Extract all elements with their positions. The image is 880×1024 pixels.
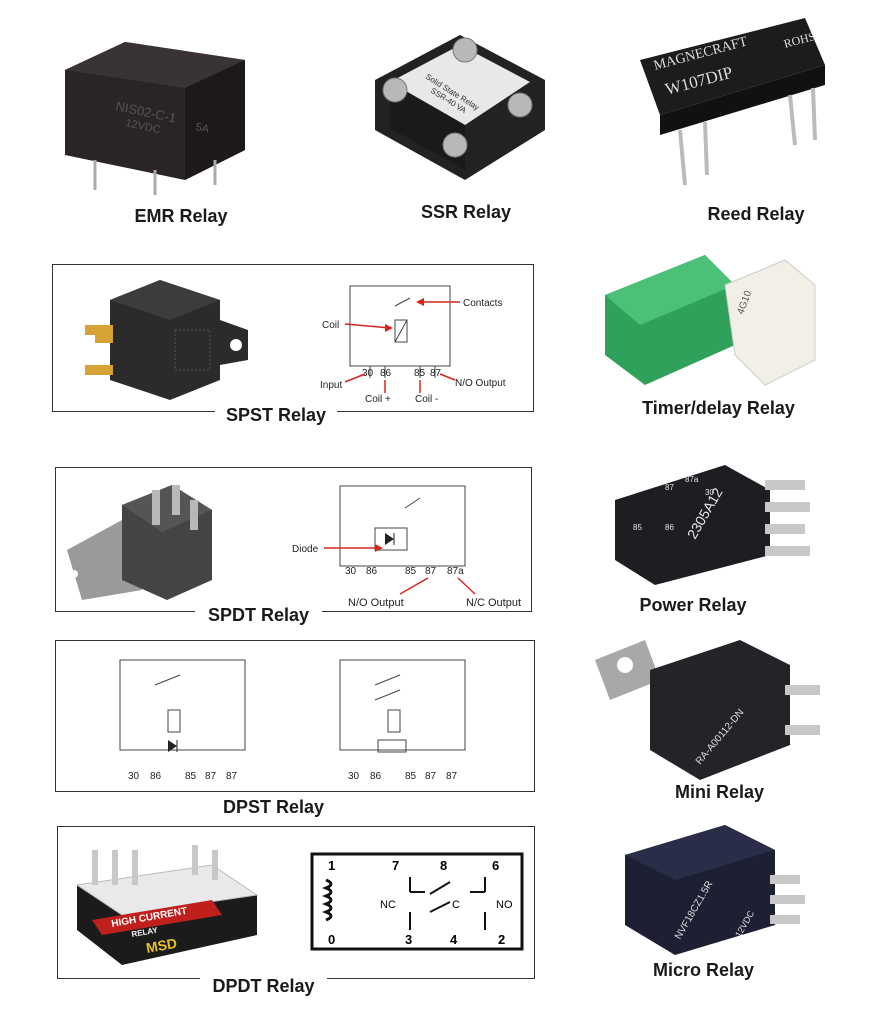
dpdt-diagram: 1 7 8 6 NC C NO 0 3 4 2 xyxy=(310,852,524,951)
dpdt-top-8: 8 xyxy=(440,858,447,873)
spst-input-label: Input xyxy=(320,380,342,391)
reed-relay-image: MAGNECRAFT W107DIP ROHS xyxy=(640,18,825,186)
power-pin-87a: 87a xyxy=(685,475,699,484)
spst-no-output-label: N/O Output xyxy=(455,378,506,389)
spst-relay-image xyxy=(85,280,248,400)
power-pin-87: 87 xyxy=(665,483,674,492)
power-relay-image: 2305A12 85 86 87 87a 30 xyxy=(615,465,810,585)
dpst-diagram-left: 30 86 85 87 87 xyxy=(119,659,246,782)
dpst-right-pin-3: 85 xyxy=(405,771,417,782)
dpst-left-pin-1: 30 xyxy=(128,771,140,782)
spdt-pin-85: 85 xyxy=(405,566,417,577)
power-pin-86: 86 xyxy=(665,523,674,532)
emr-relay-caption: EMR Relay xyxy=(120,206,242,227)
spdt-pin-87a: 87a xyxy=(447,566,464,577)
spst-contacts-label: Contacts xyxy=(463,298,502,309)
spdt-no-output-label: N/O Output xyxy=(348,597,404,609)
spst-pin-30: 30 xyxy=(362,368,374,379)
dpdt-nc-label: NC xyxy=(380,899,396,911)
spst-relay-caption: SPST Relay xyxy=(215,405,337,426)
spdt-pin-87: 87 xyxy=(425,566,437,577)
spdt-pin-30: 30 xyxy=(345,566,357,577)
spdt-relay-image xyxy=(67,485,212,600)
mini-relay-caption: Mini Relay xyxy=(656,782,783,803)
spst-coil-minus-label: Coil - xyxy=(415,394,438,405)
spst-coil-label: Coil xyxy=(322,320,339,331)
dpst-right-pin-4: 87 xyxy=(425,771,437,782)
dpdt-bottom-0: 0 xyxy=(328,932,335,947)
dpst-relay-caption: DPST Relay xyxy=(210,797,337,818)
spdt-diode-label: Diode xyxy=(292,544,319,555)
dpdt-relay-image: HIGH CURRENT RELAY MSD xyxy=(75,845,259,965)
spst-pin-86: 86 xyxy=(380,368,392,379)
reed-relay-caption: Reed Relay xyxy=(690,204,822,225)
dpdt-top-7: 7 xyxy=(392,858,399,873)
ssr-relay-caption: SSR Relay xyxy=(405,202,527,223)
dpst-right-pin-1: 30 xyxy=(348,771,360,782)
dpdt-bottom-4: 4 xyxy=(450,932,458,947)
dpdt-c-label: C xyxy=(452,899,460,911)
spst-pin-87: 87 xyxy=(430,368,442,379)
dpst-panel xyxy=(55,640,535,792)
timer-relay-image: 4G10 xyxy=(605,255,816,386)
power-pin-30: 30 xyxy=(705,488,714,497)
timer-relay-caption: Timer/delay Relay xyxy=(625,398,812,419)
mini-relay-image: RA-A00112-DN xyxy=(595,640,820,780)
spst-pin-85: 85 xyxy=(414,368,426,379)
spdt-nc-output-label: N/C Output xyxy=(466,597,521,609)
emr-marking-3: 5A xyxy=(194,121,210,136)
dpst-left-pin-2: 86 xyxy=(150,771,162,782)
dpst-left-pin-5: 87 xyxy=(226,771,238,782)
spdt-relay-caption: SPDT Relay xyxy=(195,605,322,626)
spdt-diagram: Diode 30 86 85 87 87a N/O Output N/C Out… xyxy=(292,485,521,609)
dpst-diagram-right: 30 86 85 87 87 xyxy=(339,659,466,782)
dpdt-no-label: NO xyxy=(496,899,513,911)
dpdt-marking-3: MSD xyxy=(145,935,178,956)
micro-relay-caption: Micro Relay xyxy=(635,960,772,981)
dpst-right-pin-2: 86 xyxy=(370,771,382,782)
power-pin-85: 85 xyxy=(633,523,642,532)
ssr-relay-image: Solid State Relay SSR-40 VA xyxy=(375,35,545,180)
dpdt-top-1: 1 xyxy=(328,858,335,873)
dpdt-bottom-2: 2 xyxy=(498,932,505,947)
spdt-pin-86: 86 xyxy=(366,566,378,577)
dpdt-relay-caption: DPDT Relay xyxy=(200,976,327,997)
dpdt-bottom-3: 3 xyxy=(405,932,412,947)
micro-relay-image: NVF18CZ1.5R 12VDC xyxy=(625,825,805,955)
dpst-right-pin-5: 87 xyxy=(446,771,458,782)
dpst-left-pin-3: 85 xyxy=(185,771,197,782)
dpdt-top-6: 6 xyxy=(492,858,499,873)
spst-coil-plus-label: Coil + xyxy=(365,394,391,405)
power-relay-caption: Power Relay xyxy=(622,595,764,616)
dpst-left-pin-4: 87 xyxy=(205,771,217,782)
emr-relay-image: NIS02-C-1 12VDC 5A xyxy=(65,42,245,195)
spst-diagram: Contacts Coil 30 86 85 87 Input Coil + C… xyxy=(320,285,506,405)
